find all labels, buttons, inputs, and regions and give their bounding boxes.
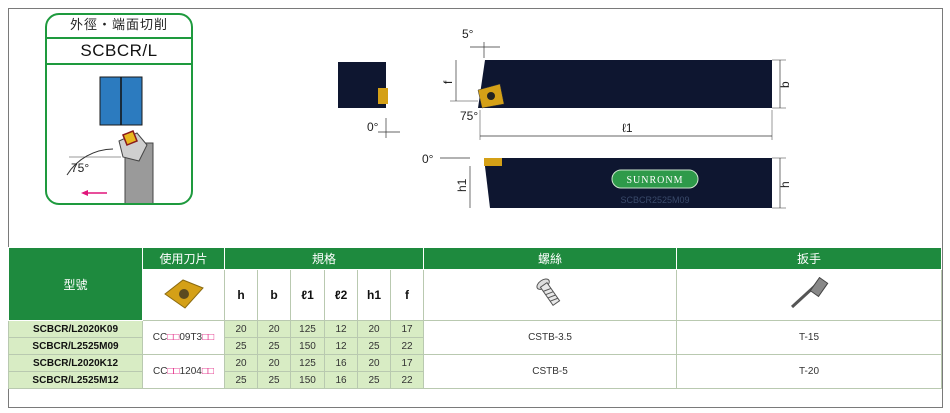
h1-dim-label: h1 <box>455 178 469 192</box>
angle-label: 75° <box>71 161 89 175</box>
spec-value: 20 <box>357 320 391 338</box>
card-model: SCBCR/L <box>47 37 191 65</box>
insert-placeholder: □□ <box>202 332 215 343</box>
l1-dim-label: ℓ1 <box>622 121 633 135</box>
side-angle-label: 0° <box>422 152 434 166</box>
spec-value: 25 <box>357 337 391 355</box>
brand-label: SUNRONM <box>626 175 683 186</box>
screw-cell: CSTB-3.5 <box>423 320 678 355</box>
model-cell: SCBCR/L2020K12 <box>8 354 143 372</box>
spec-value: 16 <box>324 354 358 372</box>
screw-icon <box>536 277 561 306</box>
side-insert <box>484 158 502 166</box>
spec-value: 25 <box>257 371 291 389</box>
angle-arc <box>66 148 114 176</box>
wrench-icon <box>791 276 829 308</box>
wrench-cell: T-15 <box>676 320 943 355</box>
engraving-label: SCBCR2525M09 <box>620 195 689 205</box>
spec-value: 12 <box>324 320 358 338</box>
header-spec: 規格 <box>223 247 425 270</box>
tool-type-card: 外徑・端面切削 SCBCR/L 75° <box>45 13 193 205</box>
header-screw: 螺絲 <box>423 247 678 270</box>
insert-screw-hole <box>487 92 495 100</box>
spec-value: 25 <box>224 337 258 355</box>
insert-cell: CC□□09T3□□ <box>142 320 225 355</box>
machining-diagram: 75° <box>66 76 154 203</box>
insert-prefix: CC <box>152 332 168 343</box>
spec-col-l1: ℓ1 <box>290 269 325 321</box>
spec-col-h: h <box>224 269 258 321</box>
spec-value: 125 <box>290 354 325 372</box>
insert-placeholder: □□ <box>167 366 180 377</box>
spec-value: 20 <box>357 354 391 372</box>
model-cell: SCBCR/L2020K09 <box>8 320 143 338</box>
insert-code: 09T3 <box>179 332 203 343</box>
spec-col-l2: ℓ2 <box>324 269 358 321</box>
insert-angle-label: 75° <box>460 109 478 123</box>
insert-hole-icon <box>178 288 189 299</box>
spec-value: 25 <box>224 371 258 389</box>
spec-value: 20 <box>257 320 291 338</box>
wrench-image <box>676 269 943 321</box>
insert-placeholder: □□ <box>201 366 214 377</box>
header-model: 型號 <box>8 247 143 321</box>
spec-value: 22 <box>389 337 425 355</box>
header-wrench: 扳手 <box>676 247 943 270</box>
insert-placeholder: □□ <box>167 332 180 343</box>
insert-mark <box>122 130 138 146</box>
brand-badge <box>611 169 699 189</box>
spec-value: 150 <box>290 371 325 389</box>
front-insert <box>378 88 388 104</box>
spec-value: 25 <box>257 337 291 355</box>
spec-value: 22 <box>389 371 425 389</box>
spec-value: 17 <box>389 320 425 338</box>
spec-value: 150 <box>290 337 325 355</box>
spec-value: 25 <box>357 371 391 389</box>
spec-value: 20 <box>224 320 258 338</box>
insert-code: 1204 <box>179 366 202 377</box>
header-insert: 使用刀片 <box>142 247 225 270</box>
model-cell: SCBCR/L2525M12 <box>8 371 143 389</box>
insert-prefix: CC <box>153 366 168 377</box>
feed-arrow-head <box>81 190 88 196</box>
front-angle-label: 0° <box>367 120 379 134</box>
spec-col-f: f <box>389 269 425 321</box>
top-view <box>478 60 772 108</box>
h-dim-label: h <box>778 181 790 188</box>
spec-col-b: b <box>257 269 291 321</box>
spec-value: 16 <box>324 371 358 389</box>
spec-value: 125 <box>290 320 325 338</box>
spec-value: 20 <box>224 354 258 372</box>
spec-value: 20 <box>257 354 291 372</box>
card-title: 外徑・端面切削 <box>69 18 168 33</box>
screw-image <box>423 269 678 321</box>
model-cell: SCBCR/L2525M09 <box>8 337 143 355</box>
top-angle-label: 5° <box>462 27 474 41</box>
spec-col-h1: h1 <box>357 269 391 321</box>
spec-value: 12 <box>324 337 358 355</box>
spec-table: 型號 使用刀片 規格 螺絲 扳手 h b ℓ1 ℓ2 h1 f <box>8 247 943 389</box>
screw-cell: CSTB-5 <box>423 354 678 389</box>
insert-image <box>142 269 225 321</box>
f-dim-label: f <box>441 80 455 84</box>
tool-drawing: 0° 5° f b 75° ℓ1 SUNRONM SCBCR2525M09 0°… <box>338 27 790 209</box>
b-dim-label: b <box>778 81 790 88</box>
wrench-cell: T-20 <box>676 354 943 389</box>
insert-cell: CC□□1204□□ <box>142 354 225 389</box>
spec-value: 17 <box>389 354 425 372</box>
